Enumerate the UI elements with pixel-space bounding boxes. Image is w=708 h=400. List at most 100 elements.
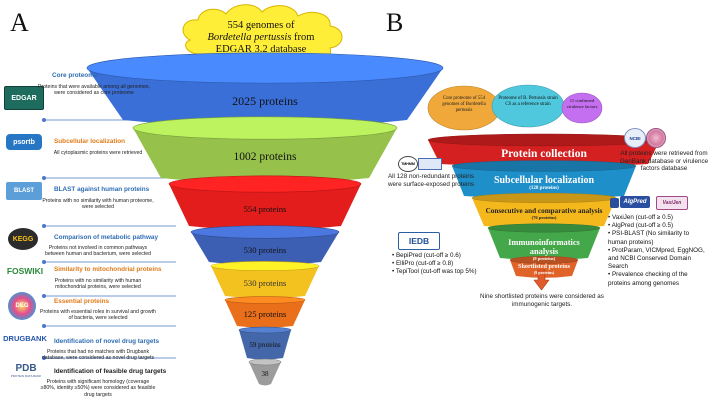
funnel-b-label-4: Immunoinformatics analysis(9 proteins) bbox=[500, 238, 588, 262]
step-core-proteome-title: Core proteome bbox=[52, 72, 98, 79]
oval-3 bbox=[561, 92, 603, 124]
edgar-logo: EDGAR bbox=[4, 86, 44, 110]
virulence-db-icon bbox=[646, 128, 666, 148]
vaxijen-icon bbox=[610, 198, 619, 208]
funnel-b-label-3: Consecutive and comparative analysis(76 … bbox=[484, 206, 604, 221]
funnel-a-label-2: 1002 proteins bbox=[233, 151, 297, 164]
tmhmm-logo: TMHMM bbox=[398, 156, 418, 172]
right-bullet-1: • VaxiJen (cut-off ≥ 0.5) bbox=[608, 214, 673, 221]
deg-logo: DEG bbox=[8, 292, 36, 320]
step-blast-title: BLAST against human proteins bbox=[54, 186, 150, 193]
cloud-line-3: from bbox=[294, 32, 315, 43]
step-feasible-targets-desc: Proteins with significant homology (cove… bbox=[40, 379, 156, 398]
step-novel-targets-desc: Proteins that had no matches with Drugba… bbox=[41, 349, 155, 362]
step-mitochondrial-title: Similarity to mitochondrial proteins bbox=[54, 266, 162, 273]
funnel-b-title-1: Protein collection bbox=[501, 148, 587, 161]
pdb-logo: PDB PROTEIN DATA BANK bbox=[10, 362, 42, 378]
kegg-logo: KEGG bbox=[8, 228, 38, 250]
step-essential-title: Essential proteins bbox=[54, 298, 110, 305]
tmhmm-plot-icon bbox=[418, 158, 442, 170]
funnel-a-label-1: 2025 proteins bbox=[232, 94, 298, 109]
funnel-b-title-2: Subcellular localization bbox=[493, 174, 595, 186]
funnel-b-top-5 bbox=[509, 256, 579, 264]
step-mitochondrial-desc: Proteins with no similarity with human m… bbox=[54, 278, 142, 291]
funnel-a-segment-6 bbox=[224, 296, 306, 328]
funnel-b-top-2 bbox=[451, 160, 637, 172]
funnel-a-segment-5 bbox=[210, 261, 320, 299]
funnel-b-body-1 bbox=[428, 140, 660, 167]
funnel-b-top-3 bbox=[471, 192, 617, 204]
step-core-proteome-desc: Proteins that were available among all g… bbox=[38, 84, 150, 97]
funnel-a-label-3: 554 proteins bbox=[243, 203, 287, 214]
funnel-b-body-4 bbox=[488, 228, 600, 261]
algpred-logo: AlgPred bbox=[620, 196, 650, 208]
funnel-a-body-7 bbox=[239, 330, 291, 360]
right-bullet-3: • PSI-BLAST (No similarity to human prot… bbox=[608, 230, 690, 246]
left-bullet-1: • BepiPred (cut-off ≥ 0.6) bbox=[392, 252, 461, 259]
funnel-b bbox=[427, 133, 661, 278]
funnel-a-top-3 bbox=[168, 175, 362, 193]
left-bullet-2: • ElliPro (cut-off ≥ 0.8) bbox=[392, 260, 454, 268]
right-bullet-5: • Prevalence checking of the proteins am… bbox=[608, 271, 688, 287]
funnel-b-label-5: Shortlisted proteins(9 proteins) bbox=[516, 263, 572, 275]
right-bullet-4: • ProtParam, VICMpred, EggNOG, and NCBI … bbox=[608, 246, 705, 271]
funnel-a-top-2 bbox=[132, 116, 398, 140]
funnel-a-label-6: 125 proteins bbox=[243, 309, 287, 320]
funnel-a-label-4: 530 proteins bbox=[243, 244, 287, 255]
funnel-b-count-4: (9 proteins) bbox=[532, 255, 556, 261]
panel-b-letter: B bbox=[386, 8, 404, 37]
step-metabolic-desc: Proteins not involved in common pathways… bbox=[44, 245, 152, 258]
cloud-text: 554 genomes of Bordetella pertussis from… bbox=[190, 20, 332, 56]
tmhmm-note: All 128 non-redundant proteins were surf… bbox=[387, 173, 475, 188]
funnel-a-body-5 bbox=[211, 266, 319, 299]
funnel-b-label-1: Protein collection bbox=[440, 148, 648, 161]
funnel-a-top-6 bbox=[224, 296, 306, 304]
funnel-a-segment-7 bbox=[238, 326, 292, 360]
funnel-a-segment-1 bbox=[86, 52, 444, 128]
funnel-a-label-5: 530 proteins bbox=[243, 277, 287, 288]
down-arrow bbox=[533, 269, 550, 291]
funnel-b-layer-2 bbox=[451, 160, 637, 199]
ncbi-note: All proteins were retrieved from GenBank… bbox=[619, 150, 708, 173]
step-feasible-targets-title: Identification of feasible drug targets bbox=[54, 368, 167, 375]
iedb-logo: IEDB bbox=[398, 232, 440, 250]
step-subcellular-desc: All cytoplasmic proteins were retrieved bbox=[53, 150, 143, 156]
funnel-b-layer-1 bbox=[427, 133, 661, 167]
funnel-b-title-4: Immunoinformatics analysis bbox=[508, 237, 580, 256]
left-bullet-3: • TepiTool (cut-off was top 5%) bbox=[392, 268, 477, 276]
funnel-a-top-7 bbox=[238, 326, 292, 334]
funnel-b-label-2: Subcellular localization(128 proteins) bbox=[464, 175, 624, 192]
foswiki-logo: FOSWIKI bbox=[6, 266, 44, 276]
funnel-b-layer-3 bbox=[471, 192, 617, 229]
funnel-a-body-3 bbox=[169, 184, 361, 231]
right-tool-list: • VaxiJen (cut-off ≥ 0.5) • AlgPred (cut… bbox=[608, 214, 708, 288]
funnel-b-layer-5 bbox=[509, 256, 579, 278]
funnel-a-body-1 bbox=[87, 68, 443, 128]
funnel-b-body-3 bbox=[472, 198, 616, 229]
funnel-b-title-3: Consecutive and comparative analysis bbox=[485, 206, 603, 215]
right-bullet-2: • AlgPred (cut-off ≥ 0.5) bbox=[608, 222, 674, 230]
cloud-line-1: 554 genomes of bbox=[227, 20, 295, 31]
funnel-a-body-2 bbox=[133, 128, 397, 184]
ovals-b bbox=[427, 84, 603, 131]
funnel-a-body-4 bbox=[191, 232, 339, 266]
shortlist-note: Nine shortlisted proteins were considere… bbox=[480, 293, 604, 308]
step-metabolic-title: Comparison of metabolic pathway bbox=[54, 234, 159, 241]
funnel-a bbox=[86, 52, 444, 386]
panel-a-letter: A bbox=[10, 8, 29, 37]
ncbi-logo: NCBI bbox=[624, 128, 646, 148]
funnel-a-top-4 bbox=[190, 225, 340, 239]
funnel-a-top-5 bbox=[210, 261, 320, 271]
funnel-b-body-5 bbox=[510, 260, 578, 278]
funnel-a-segment-8 bbox=[248, 358, 282, 386]
oval-reference-text: Proteome of B. Pertussis strain CS as a … bbox=[498, 96, 558, 107]
funnel-a-body-8 bbox=[249, 362, 281, 386]
funnel-a-body-6 bbox=[225, 300, 305, 328]
funnel-a-top-8 bbox=[248, 358, 282, 366]
vaxijen-logo: VaxiJen bbox=[656, 196, 688, 210]
funnel-b-body-2 bbox=[452, 166, 636, 199]
cloud-line-4: EDGAR 3.2 database bbox=[215, 44, 307, 55]
